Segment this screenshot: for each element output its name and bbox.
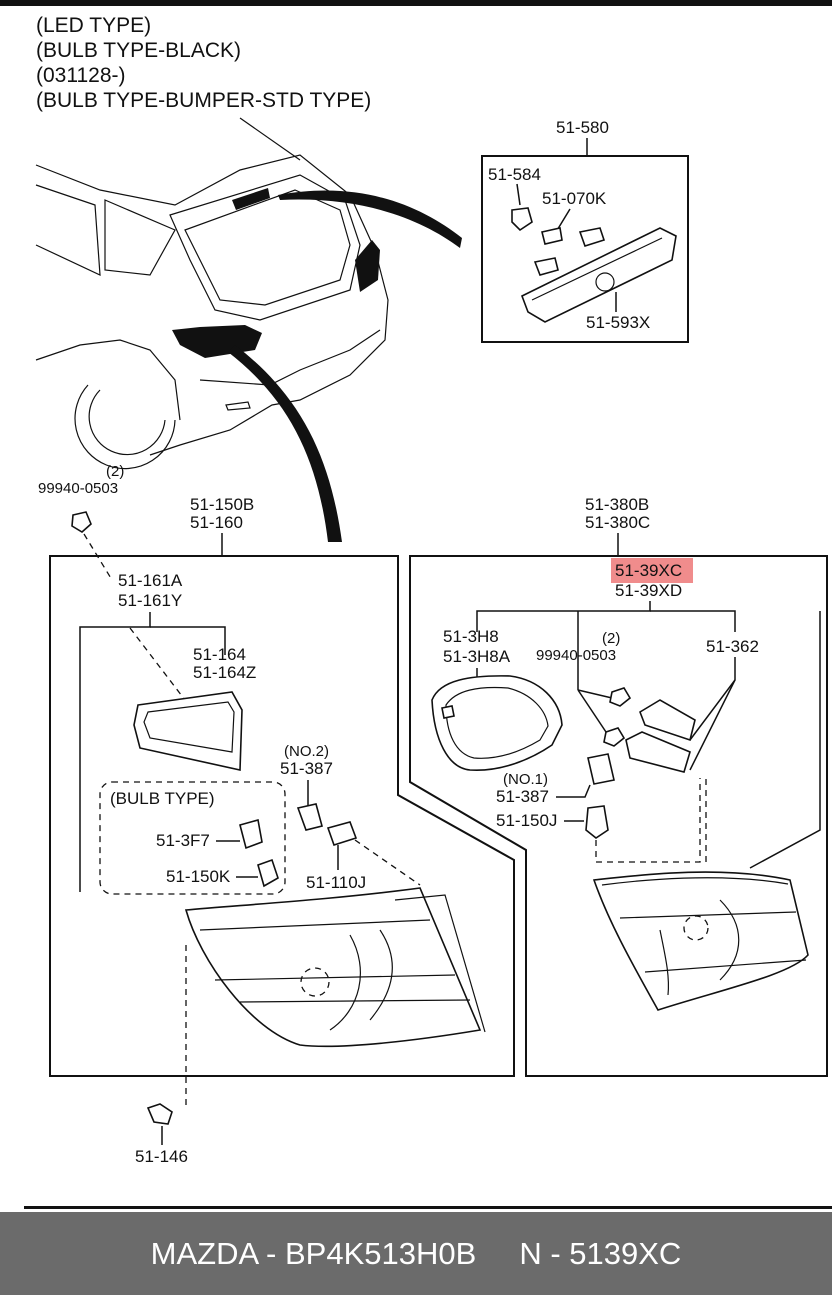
- part-label-51-161A[interactable]: 51-161A: [118, 571, 183, 590]
- part-label-99940-0503[interactable]: 99940-0503: [536, 647, 616, 664]
- part-label-51-3H8[interactable]: 51-3H8: [443, 627, 499, 646]
- high-mount-lamp-group: 51-580 51-584 51-070K 51-593X: [481, 118, 689, 343]
- part-label-51-580[interactable]: 51-580: [556, 118, 609, 137]
- parts-diagram: (LED TYPE) (BULB TYPE-BLACK) (031128-) (…: [35, 14, 828, 1166]
- right-lamp-group: 51-380B 51-380C 51-39XC 51-39XD 51-3H8 5…: [409, 495, 828, 1077]
- part-label-51-593X[interactable]: 51-593X: [586, 313, 650, 332]
- part-label-51-3H8A[interactable]: 51-3H8A: [443, 647, 511, 666]
- footer-separator: [24, 1206, 832, 1209]
- bulb-type-box: [99, 781, 286, 895]
- part-label-51-39XD[interactable]: 51-39XD: [615, 581, 682, 600]
- part-label-51-164[interactable]: 51-164: [193, 645, 246, 664]
- part-label-51-362[interactable]: 51-362: [706, 637, 759, 656]
- header-note: (BULB TYPE-BLACK): [36, 39, 241, 62]
- part-label-51-161Y[interactable]: 51-161Y: [118, 591, 182, 610]
- socket-number-label: (NO.2): [284, 743, 329, 760]
- part-label-51-164Z[interactable]: 51-164Z: [193, 663, 256, 682]
- part-label-99940-0503[interactable]: 99940-0503: [38, 480, 118, 497]
- part-label-51-39XC[interactable]: 51-39XC: [615, 561, 682, 580]
- part-label-51-387[interactable]: 51-387: [280, 759, 333, 778]
- part-label-51-380C[interactable]: 51-380C: [585, 513, 650, 532]
- part-label-51-150K[interactable]: 51-150K: [166, 867, 231, 886]
- left-frame: [49, 555, 515, 1077]
- qty-label: (2): [106, 463, 124, 480]
- part-number-caption: MAZDA - BP4K513H0B N - 5139XC: [150, 1236, 682, 1271]
- footer-bar: [0, 1212, 832, 1295]
- part-label-51-380B[interactable]: 51-380B: [585, 495, 649, 514]
- part-label-51-584[interactable]: 51-584: [488, 165, 541, 184]
- part-label-51-110J[interactable]: 51-110J: [306, 873, 366, 892]
- qty-label: (2): [602, 630, 620, 647]
- inset-frame: [481, 155, 689, 343]
- part-label-51-387[interactable]: 51-387: [496, 787, 549, 806]
- socket-number-label: (NO.1): [503, 771, 548, 788]
- left-lamp-group: (2) 99940-0503 51-150B 51-160 51-161A 51…: [38, 463, 515, 1166]
- header-note: (LED TYPE): [36, 14, 151, 37]
- highlight-box: [611, 558, 693, 583]
- part-label-51-3F7[interactable]: 51-3F7: [156, 831, 210, 850]
- bulb-type-label: (BULB TYPE): [110, 789, 215, 808]
- right-frame: [409, 555, 828, 1077]
- part-label-51-150J[interactable]: 51-150J: [496, 811, 557, 830]
- part-label-51-150B[interactable]: 51-150B: [190, 495, 254, 514]
- part-label-51-070K[interactable]: 51-070K: [542, 189, 607, 208]
- car-rear-illustration: [35, 117, 462, 542]
- header-notes: (LED TYPE) (BULB TYPE-BLACK) (031128-) (…: [36, 14, 371, 112]
- header-note: (031128-): [36, 64, 126, 87]
- part-label-51-146[interactable]: 51-146: [135, 1147, 188, 1166]
- part-label-51-160[interactable]: 51-160: [190, 513, 243, 532]
- top-rule: [0, 0, 832, 6]
- header-note: (BULB TYPE-BUMPER-STD TYPE): [36, 89, 371, 112]
